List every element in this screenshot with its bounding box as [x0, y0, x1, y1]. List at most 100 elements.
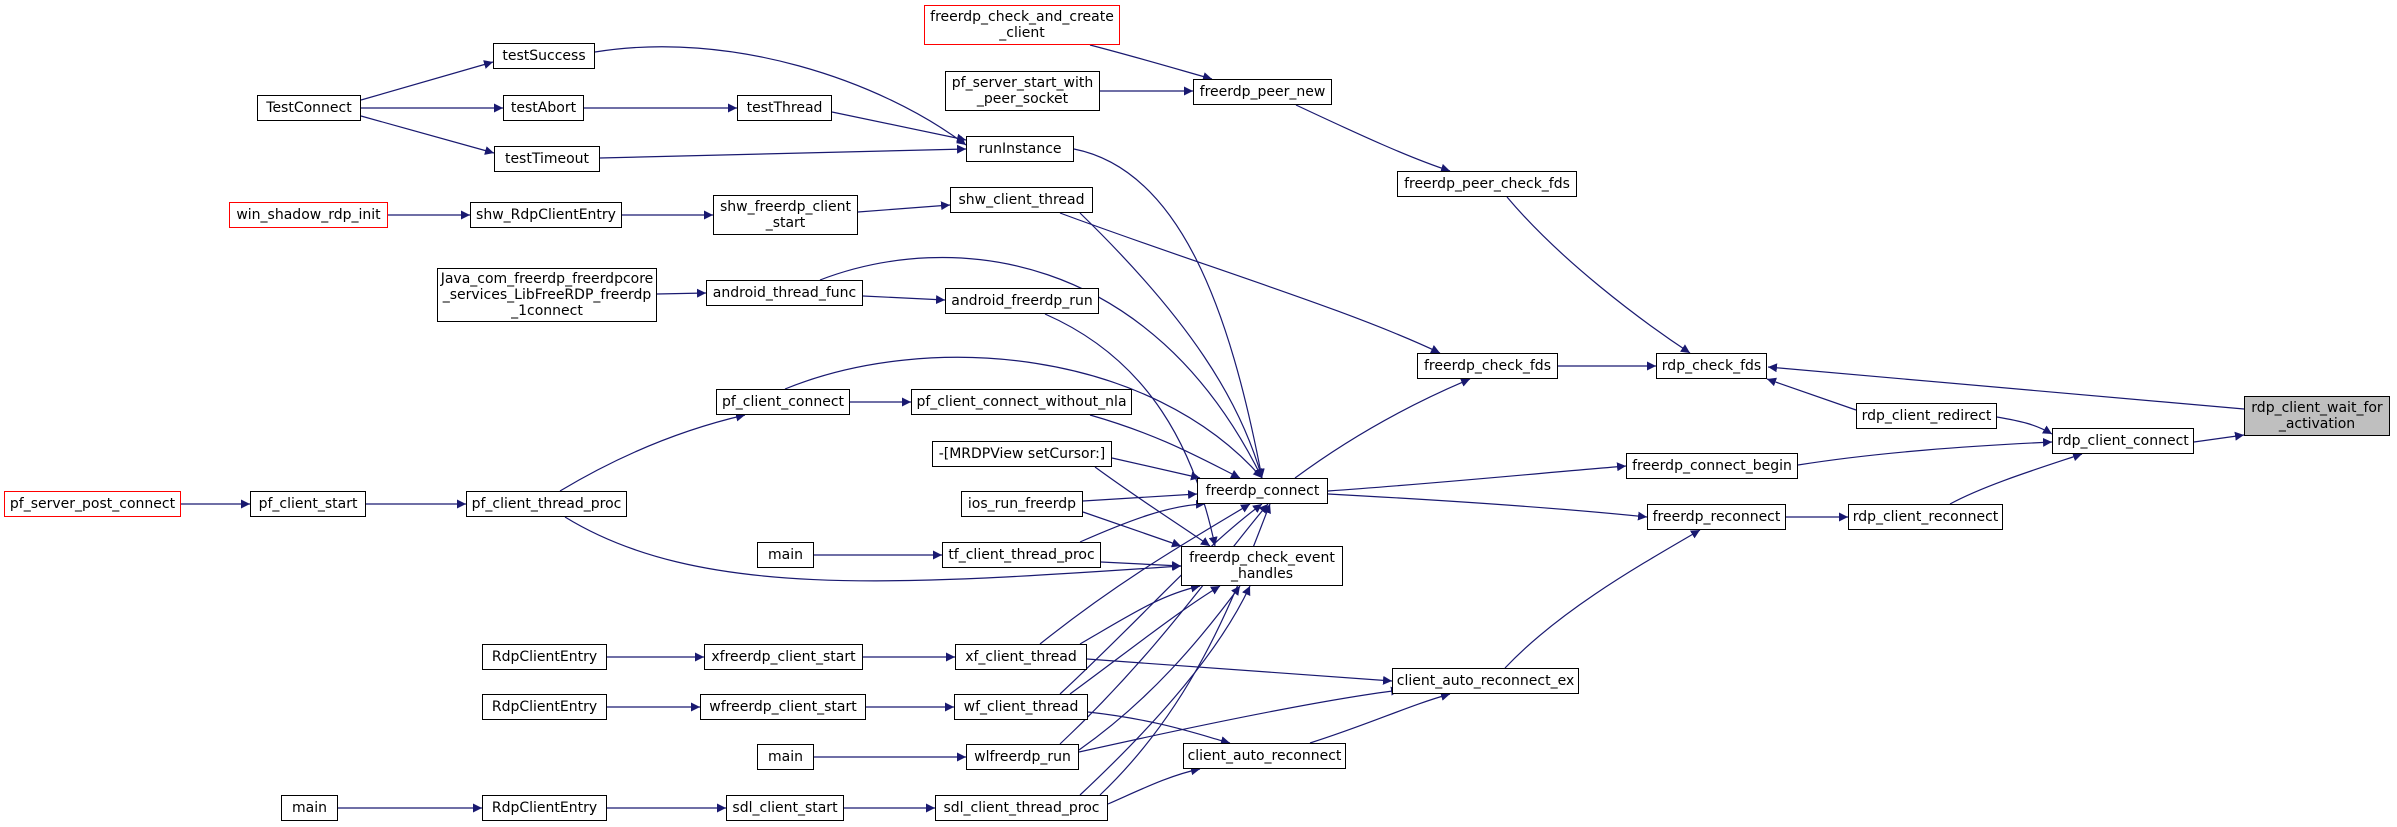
edge-client-auto-reconnect-ex-to-freerdp-reconnect [1504, 529, 1701, 669]
edge-xf-client-thread-to-freerdp-check-event-handles [1079, 583, 1201, 645]
node-sdl-client-thread-proc[interactable]: sdl_client_thread_proc [935, 795, 1108, 821]
edge-testsuccess-to-runinstance [594, 46, 967, 146]
node-freerdp-connect[interactable]: freerdp_connect [1197, 478, 1328, 504]
edge-android-freerdp-run-to-freerdp-check-event-handles [1044, 313, 1218, 547]
edge-tf-client-thread-proc-to-freerdp-check-event-handles [1100, 561, 1182, 571]
edge-client-auto-reconnect-to-client-auto-reconnect-ex [1309, 692, 1451, 744]
node-rdp-check-fds[interactable]: rdp_check_fds [1656, 353, 1767, 379]
node-freerdp-peer-check-fds[interactable]: freerdp_peer_check_fds [1397, 171, 1577, 197]
edge-wf-client-thread-to-freerdp-connect [1059, 503, 1263, 695]
edge-rdp-client-redirect-to-rdp-check-fds [1766, 377, 1857, 411]
edge-testconnect-to-testtimeout [360, 115, 495, 155]
node-mrdpview-setcursor[interactable]: -[MRDPView setCursor:] [932, 441, 1112, 467]
node-pf-client-start[interactable]: pf_client_start [250, 491, 366, 517]
edge-freerdp-connect-to-freerdp-connect-begin [1327, 462, 1627, 492]
edge-rdp-client-reconnect-to-rdp-client-connect [1949, 452, 2083, 505]
edge-freerdp-check-and-create-client-to-freerdp-peer-new [1089, 44, 1213, 81]
edge-wlfreerdp-run-to-client-auto-reconnect-ex [1078, 686, 1401, 753]
node-rdp-client-wait-for-activation: rdp_client_wait_for _activation [2244, 396, 2390, 436]
node-rdp-client-reconnect[interactable]: rdp_client_reconnect [1848, 504, 2003, 530]
edge-xf-client-thread-to-freerdp-connect [1039, 503, 1251, 645]
edge-mrdpview-setcursor-to-freerdp-connect [1111, 457, 1201, 481]
node-xf-client-thread[interactable]: xf_client_thread [955, 644, 1087, 670]
node-xfreerdp-client-start[interactable]: xfreerdp_client_start [704, 644, 863, 670]
node-testconnect[interactable]: TestConnect [257, 95, 361, 121]
edge-android-thread-func-to-android-freerdp-run [862, 295, 946, 305]
edge-java-connect-to-android-thread-func [656, 288, 707, 298]
node-testthread[interactable]: testThread [737, 95, 832, 121]
edge-runinstance-to-freerdp-connect [1073, 148, 1265, 479]
node-pf-server-post-connect[interactable]: pf_server_post_connect [4, 491, 181, 517]
edge-layer [181, 44, 2245, 813]
edge-wf-client-thread-to-client-auto-reconnect [1087, 711, 1231, 746]
edge-pf-client-connect-to-freerdp-connect [784, 356, 1263, 479]
node-freerdp-reconnect[interactable]: freerdp_reconnect [1647, 504, 1786, 530]
edge-freerdp-peer-check-fds-to-rdp-check-fds [1506, 196, 1691, 354]
node-android-thread-func[interactable]: android_thread_func [706, 280, 863, 306]
edge-freerdp-connect-to-freerdp-check-fds [1294, 378, 1471, 479]
edge-freerdp-connect-to-freerdp-reconnect [1327, 493, 1648, 521]
node-freerdp-check-and-create-client[interactable]: freerdp_check_and_create _client [924, 5, 1120, 45]
edge-mrdpview-setcursor-to-freerdp-check-event-handles [1094, 466, 1211, 547]
node-testsuccess[interactable]: testSuccess [493, 43, 595, 69]
node-rdpcliententry-xf[interactable]: RdpClientEntry [482, 644, 607, 670]
node-pf-client-connect[interactable]: pf_client_connect [716, 389, 850, 415]
edge-pf-client-thread-proc-to-freerdp-check-event-handles [564, 516, 1182, 582]
node-shw-freerdp-client-start[interactable]: shw_freerdp_client _start [713, 195, 858, 235]
edge-wf-client-thread-to-freerdp-check-event-handles [1069, 585, 1221, 695]
edge-rdp-check-fds-to-root [1767, 363, 2245, 410]
edge-wlfreerdp-run-to-freerdp-check-event-handles [1078, 585, 1241, 751]
node-main-sdl[interactable]: main [281, 795, 338, 821]
node-pf-client-connect-without-nla[interactable]: pf_client_connect_without_nla [911, 389, 1132, 415]
node-rdp-client-connect[interactable]: rdp_client_connect [2052, 428, 2194, 454]
node-win-shadow-rdp-init[interactable]: win_shadow_rdp_init [229, 202, 388, 228]
node-sdl-client-start[interactable]: sdl_client_start [726, 795, 844, 821]
node-java-libfreerdp-connect[interactable]: Java_com_freerdp_freerdpcore _services_L… [437, 268, 657, 322]
node-testabort[interactable]: testAbort [503, 95, 584, 121]
edge-xf-client-thread-to-client-auto-reconnect-ex [1086, 658, 1393, 685]
node-main-tf[interactable]: main [757, 542, 814, 568]
node-freerdp-check-event-handles[interactable]: freerdp_check_event _handles [1181, 546, 1343, 586]
edge-shw-client-thread-to-freerdp-connect [1079, 212, 1264, 479]
node-shw-client-thread[interactable]: shw_client_thread [950, 187, 1093, 213]
edge-tf-client-thread-proc-to-freerdp-connect [1079, 499, 1206, 543]
node-android-freerdp-run[interactable]: android_freerdp_run [945, 288, 1099, 314]
node-freerdp-peer-new[interactable]: freerdp_peer_new [1193, 79, 1332, 105]
node-pf-client-thread-proc[interactable]: pf_client_thread_proc [466, 491, 627, 517]
node-wf-client-thread[interactable]: wf_client_thread [954, 694, 1088, 720]
edge-wlfreerdp-run-to-freerdp-connect [1059, 503, 1269, 745]
edge-shw-freerdp-client-start-to-shw-client-thread [857, 201, 951, 213]
node-client-auto-reconnect[interactable]: client_auto_reconnect [1183, 743, 1346, 769]
node-main-wl[interactable]: main [757, 744, 814, 770]
edge-sdl-client-thread-proc-to-freerdp-connect [1099, 503, 1271, 796]
edge-ios-run-freerdp-to-freerdp-connect [1082, 490, 1198, 502]
node-wfreerdp-client-start[interactable]: wfreerdp_client_start [700, 694, 866, 720]
edge-testconnect-to-testsuccess [360, 60, 494, 101]
node-rdpcliententry-wf[interactable]: RdpClientEntry [482, 694, 607, 720]
node-shw-rdpcliententry[interactable]: shw_RdpClientEntry [470, 202, 622, 228]
node-freerdp-check-fds[interactable]: freerdp_check_fds [1417, 353, 1558, 379]
node-rdp-client-redirect[interactable]: rdp_client_redirect [1856, 403, 1997, 429]
node-rdpcliententry-sdl[interactable]: RdpClientEntry [482, 795, 607, 821]
node-client-auto-reconnect-ex[interactable]: client_auto_reconnect_ex [1392, 668, 1579, 694]
edge-rdp-client-connect-to-root [2193, 431, 2245, 443]
edge-testtimeout-to-runinstance [599, 144, 967, 159]
edge-freerdp-peer-new-to-freerdp-peer-check-fds [1295, 104, 1451, 173]
edge-android-thread-func-to-freerdp-connect [819, 256, 1263, 479]
node-runinstance[interactable]: runInstance [966, 136, 1074, 162]
node-testtimeout[interactable]: testTimeout [494, 146, 600, 172]
node-tf-client-thread-proc[interactable]: tf_client_thread_proc [942, 542, 1101, 568]
node-freerdp-connect-begin[interactable]: freerdp_connect_begin [1626, 453, 1798, 479]
node-wlfreerdp-run[interactable]: wlfreerdp_run [966, 744, 1079, 770]
node-ios-run-freerdp[interactable]: ios_run_freerdp [961, 491, 1083, 517]
edge-sdl-client-thread-proc-to-client-auto-reconnect [1107, 766, 1201, 805]
edge-testthread-to-runinstance [831, 111, 967, 143]
edge-ios-run-freerdp-to-freerdp-check-event-handles [1082, 511, 1182, 548]
edge-pf-client-connect-without-nla-to-freerdp-connect [1089, 414, 1241, 479]
edge-pf-client-thread-proc-to-pf-client-connect [559, 412, 746, 492]
edge-rdp-client-redirect-to-rdp-client-connect [1996, 416, 2053, 435]
node-pf-server-start-with-peer-socket[interactable]: pf_server_start_with _peer_socket [945, 71, 1100, 111]
edge-shw-client-thread-to-freerdp-check-fds [1059, 212, 1441, 354]
edge-freerdp-connect-begin-to-rdp-client-connect [1797, 437, 2053, 466]
